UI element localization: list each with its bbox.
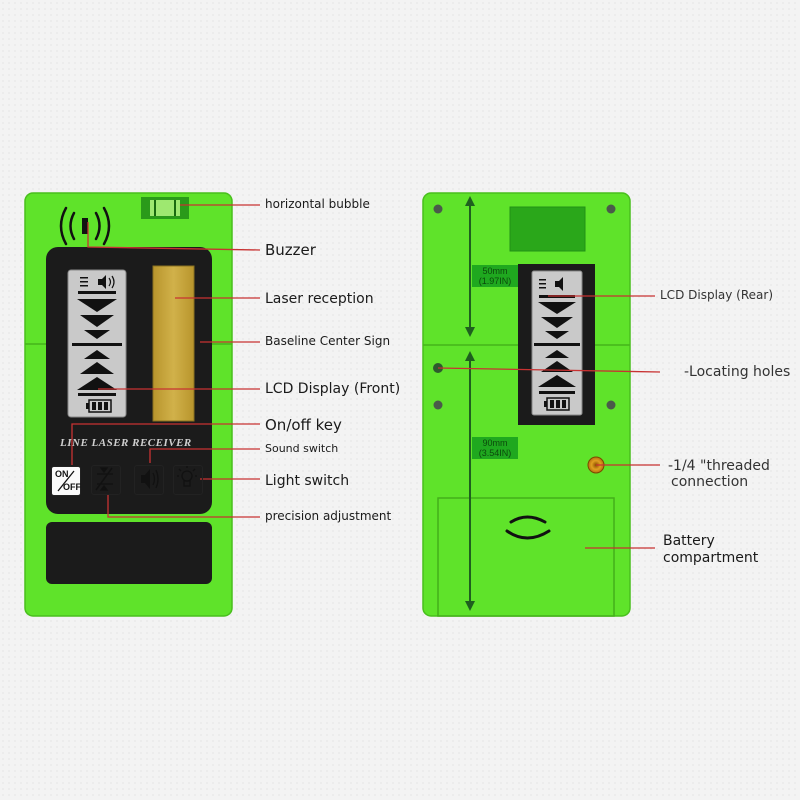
lcd-display-rear [518,264,595,425]
lcd-status-icons [80,275,106,289]
on-off-button[interactable]: ON OFF [51,466,81,496]
vibration-icon [59,206,111,246]
battery-icon [544,397,570,411]
label-sound-switch: Sound switch [265,442,339,455]
dimension-top: 50mm (1.97IN) [472,265,518,287]
off-label: OFF [63,482,81,492]
label-on-off-key: On/off key [265,416,342,434]
battery-icon [86,399,112,413]
front-lower-window [46,522,212,584]
label-threaded-connection-1: -1/4 "threaded [668,458,770,474]
label-lcd-display-rear: LCD Display (Rear) [660,288,773,302]
front-leader-lines [71,204,261,518]
dimension-bottom-in: (3.54IN) [478,448,512,458]
dimension-top-mm: 50mm [482,266,508,276]
rear-device [422,192,631,617]
on-label: ON [55,469,69,479]
arrow-down-icon [77,299,117,339]
label-precision-adjustment: precision adjustment [265,509,392,523]
speaker-icon [141,469,159,489]
bulb-icon [177,466,197,487]
label-locating-holes: -Locating holes [684,364,791,380]
rear-top-window [509,206,586,252]
label-buzzer: Buzzer [265,241,316,259]
label-light-switch: Light switch [265,473,350,489]
precision-icon [95,467,113,491]
label-baseline-center-sign: Baseline Center Sign [265,334,391,348]
brand-label: LINE LASER RECEIVER [60,437,192,449]
light-switch-button[interactable] [173,465,203,495]
rear-leader-lines [437,295,661,549]
label-threaded-connection-2: connection [671,474,749,490]
label-laser-reception: Laser reception [265,291,374,307]
screw-icon [433,204,616,410]
label-lcd-display-front: LCD Display (Front) [265,381,401,397]
precision-adjustment-button[interactable] [91,465,121,495]
front-device [24,192,233,617]
battery-compartment [437,497,615,617]
arrow-up-icon [538,350,576,387]
arrow-down-icon [538,302,576,339]
sound-switch-button[interactable] [134,465,164,495]
label-battery-2: compartment [663,550,759,566]
label-horizontal-bubble: horizontal bubble [265,197,370,211]
lcd-display-front [67,269,127,418]
laser-reception-window [152,265,195,422]
dimension-top-in: (1.97IN) [478,276,512,286]
arrow-up-icon [77,350,117,390]
speaker-icon [108,275,115,289]
dimension-arrows [465,196,475,611]
label-battery-1: Battery [663,533,715,549]
dimension-bottom-mm: 90mm [482,438,508,448]
dimension-bottom: 90mm (3.54IN) [472,437,518,459]
bubble-level [141,197,189,219]
slash-icon [57,470,75,492]
